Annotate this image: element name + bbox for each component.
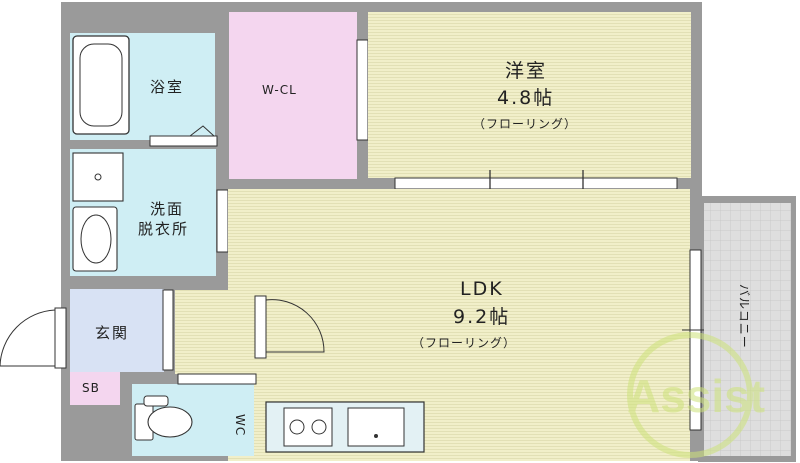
bathroom-label: 浴室 [150,78,184,96]
ldk-window [689,249,702,431]
bathroom-door [149,135,218,147]
walk-in-closet [229,12,357,179]
entrance-door [54,307,67,369]
western-room [368,12,691,178]
hall-door [254,295,267,359]
watermark-text: Assist [627,370,765,422]
washroom-label-line1: 洗面 [150,200,184,218]
bathtub-icon [72,35,130,135]
sliding-door [394,177,678,190]
washroom-door [216,189,229,253]
toilet-label: WC [233,414,247,436]
hallway [175,290,255,374]
kitchen-counter [265,401,425,453]
western-room-size: 4.8帖 [497,87,554,109]
toilet-door [177,373,257,385]
washing-machine-icon [72,152,124,202]
sink-icon [72,206,118,272]
shoe-box-label: SB [82,381,100,395]
washroom-label-line2: 脱衣所 [138,220,189,238]
ldk-floor: （フローリング） [412,336,516,350]
ldk-size: 9.2帖 [453,306,510,328]
ldk-label: LDK [460,278,504,300]
entrance-inner-door [162,289,174,371]
entrance [70,289,164,372]
closet-door [356,39,369,141]
western-room-label: 洋室 [505,60,547,82]
shoe-box [70,372,120,405]
assist-watermark: Assist [627,332,765,458]
closet-label: W-CL [262,83,297,97]
entrance-label: 玄関 [95,324,129,342]
western-room-floor: （フローリング） [473,117,577,131]
toilet-icon [134,395,193,441]
balcony-label: バルコニー [737,284,751,349]
